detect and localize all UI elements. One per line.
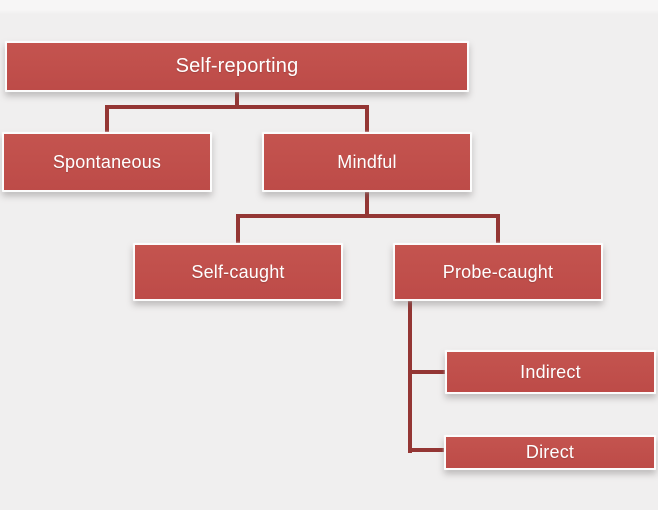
node-mindful: Mindful	[262, 132, 472, 192]
connector-drop-spontaneous	[105, 105, 109, 133]
connector-stub-indirect	[412, 370, 446, 374]
connector-level1-horizontal	[105, 105, 369, 109]
node-probe-caught: Probe-caught	[393, 243, 603, 301]
node-self-caught-label: Self-caught	[191, 261, 285, 282]
node-self-reporting-label: Self-reporting	[175, 55, 299, 77]
node-self-reporting: Self-reporting	[5, 41, 469, 92]
connector-stub-direct	[412, 448, 446, 452]
connector-drop-selfcaught	[236, 214, 240, 244]
node-spontaneous: Spontaneous	[2, 132, 212, 192]
node-direct: Direct	[444, 435, 656, 470]
node-probe-caught-label: Probe-caught	[442, 261, 554, 282]
connector-level2-horizontal	[236, 214, 500, 218]
connector-probecaught-hanging	[408, 300, 412, 453]
node-self-caught: Self-caught	[133, 243, 343, 301]
connector-selfreporting-stub	[235, 92, 239, 109]
connector-drop-probecaught	[496, 214, 500, 244]
node-spontaneous-label: Spontaneous	[52, 151, 162, 172]
node-indirect-label: Indirect	[520, 361, 581, 382]
node-indirect: Indirect	[445, 350, 656, 394]
connector-drop-mindful	[365, 105, 369, 133]
node-mindful-label: Mindful	[337, 151, 397, 172]
node-direct-label: Direct	[525, 442, 575, 462]
connector-mindful-stub	[365, 192, 369, 218]
